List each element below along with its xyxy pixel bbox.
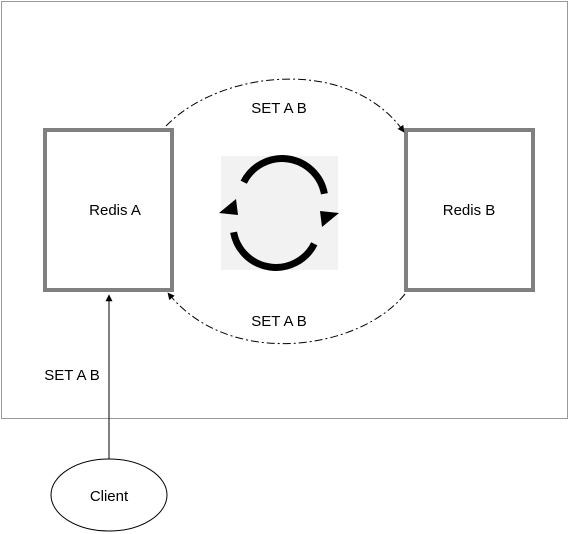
edge-redis-a-to-redis-b: SET A B	[165, 78, 405, 133]
redis-b-node[interactable]: Redis B	[404, 128, 535, 292]
edge-redis-b-to-redis-a: SET A B	[167, 292, 406, 345]
redis-a-label: Redis A	[89, 202, 141, 219]
sync-icon	[219, 155, 339, 271]
redis-a-node[interactable]: Redis A	[43, 128, 174, 292]
system-boundary	[1, 1, 568, 419]
redis-b-label: Redis B	[443, 202, 496, 219]
edge-client-to-redis-a: SET A B	[44, 294, 113, 459]
client-label: Client	[90, 488, 129, 505]
edge-a-to-b-label: SET A B	[251, 100, 307, 117]
edge-client-to-a-label: SET A B	[44, 367, 100, 384]
edge-b-to-a-label: SET A B	[251, 313, 307, 330]
client-node[interactable]: Client	[50, 458, 168, 532]
